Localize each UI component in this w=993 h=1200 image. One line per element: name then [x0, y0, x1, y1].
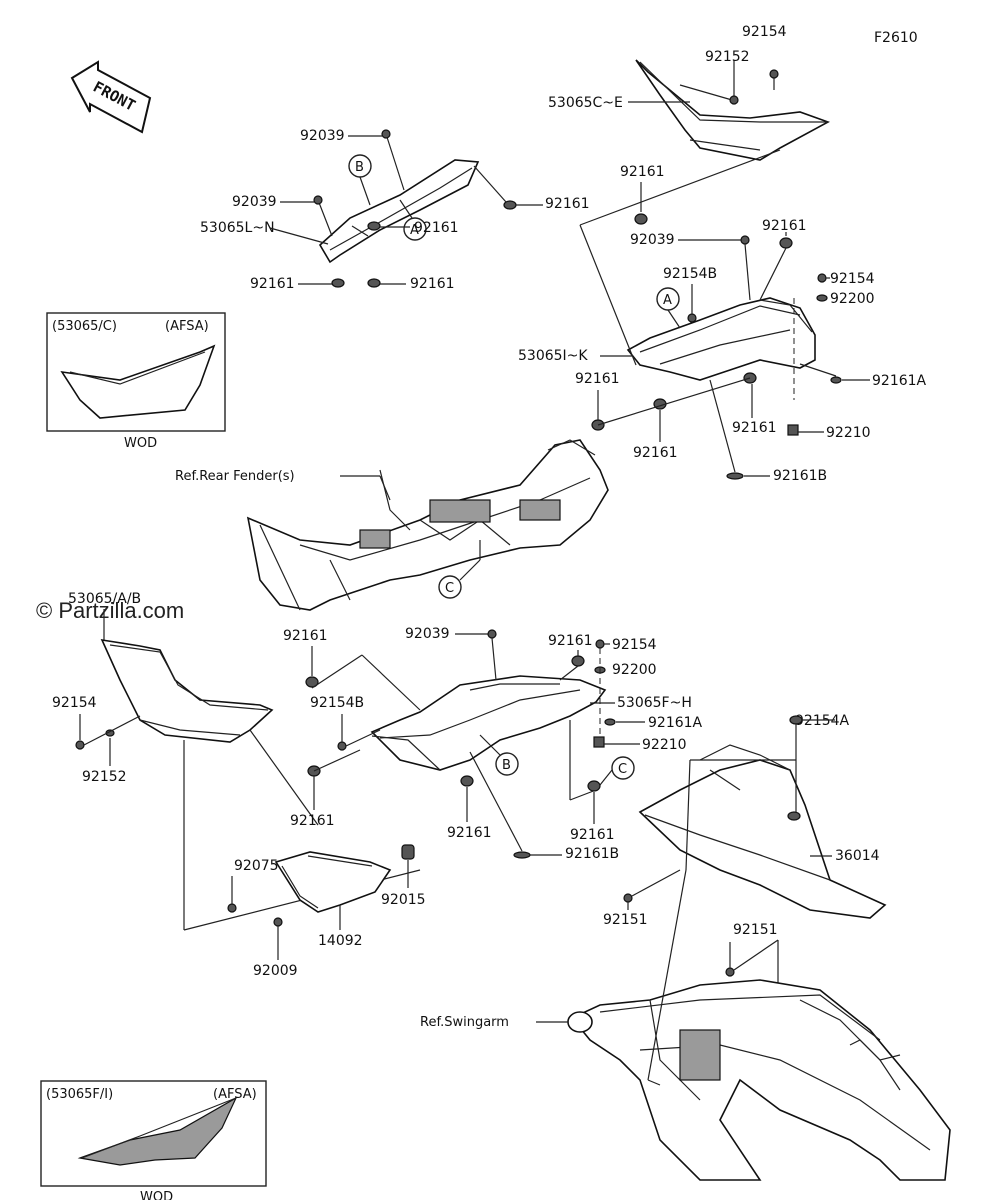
callout-b-mid: [495, 752, 519, 776]
label-92154b-mid: 92154B: [310, 695, 364, 711]
label-92039-c: 92039: [630, 232, 675, 248]
label-92152-top: 92152: [705, 49, 750, 65]
label-92154-right: 92154: [830, 271, 875, 287]
label-92009: 92009: [253, 963, 298, 979]
label-92161-d: 92161: [250, 276, 295, 292]
part-bracket-14092: [274, 851, 392, 913]
callout-a-mid-letter: A: [663, 293, 672, 308]
label-92161-f: 92161: [620, 164, 665, 180]
part-side-cover-53065f-h: [370, 675, 607, 771]
inset-bottom-region: (AFSA): [213, 1087, 257, 1102]
part-swingarm: [567, 979, 951, 1181]
callout-c-mid-letter: C: [445, 581, 454, 596]
label-92154-left: 92154: [52, 695, 97, 711]
label-92039-d: 92039: [405, 626, 450, 642]
label-53065c-e: 53065C~E: [548, 95, 623, 111]
part-cover-53065c-e: [635, 59, 830, 161]
label-92161a-mid: 92161A: [648, 715, 703, 731]
inset-bottom-code: (53065F/I): [46, 1087, 113, 1102]
label-14092: 14092: [318, 933, 363, 949]
label-92161-k: 92161: [548, 633, 593, 649]
label-92154b-top: 92154B: [663, 266, 717, 282]
label-92161b-mid: 92161B: [565, 846, 619, 862]
label-92154-top: 92154: [742, 24, 787, 40]
label-92200-mid: 92200: [612, 662, 657, 678]
label-92039-a: 92039: [300, 128, 345, 144]
label-92154-mid: 92154: [612, 637, 657, 653]
label-92161-h: 92161: [575, 371, 620, 387]
label-92161-l: 92161: [290, 813, 335, 829]
label-92200-top: 92200: [830, 291, 875, 307]
label-53065f-h: 53065F~H: [617, 695, 692, 711]
watermark: © Partzilla.com: [36, 598, 184, 623]
callout-b-mid-letter: B: [502, 758, 511, 773]
inset-top-code: (53065/C): [52, 319, 117, 334]
part-tail-cover-53065l-n: [318, 159, 480, 264]
label-92161-a: 92161: [545, 196, 590, 212]
inset-53065c: (53065/C) (AFSA) WOD: [46, 312, 226, 451]
part-chain-guard-36014: [638, 744, 887, 919]
callout-b-top-letter: B: [355, 160, 364, 175]
inset-top-region: (AFSA): [165, 319, 209, 334]
inset-bottom-note: WOD: [140, 1190, 173, 1200]
label-92161-n: 92161: [570, 827, 615, 843]
label-92161-c: 92161: [414, 220, 459, 236]
callout-c-bottom: [611, 756, 635, 780]
label-92161-e: 92161: [410, 276, 455, 292]
label-36014: 36014: [835, 848, 880, 864]
label-92151-a: 92151: [603, 912, 648, 928]
inset-53065f: (53065F/I) (AFSA) WOD: [40, 1080, 267, 1200]
label-92161-g: 92161: [762, 218, 807, 234]
callout-c-mid: [438, 575, 462, 599]
label-92161-m: 92161: [447, 825, 492, 841]
callout-a-top: [403, 217, 427, 241]
label-92154a: 92154A: [795, 713, 850, 729]
label-92210-top: 92210: [826, 425, 871, 441]
label-53065i-k: 53065I~K: [518, 348, 588, 364]
label-92152-left: 92152: [82, 769, 127, 785]
label-92161b-top: 92161B: [773, 468, 827, 484]
label-92039-b: 92039: [232, 194, 277, 210]
label-92161-j: 92161: [283, 628, 328, 644]
label-92015: 92015: [381, 892, 426, 908]
callout-a-top-letter: A: [410, 223, 419, 238]
label-92210-mid: 92210: [642, 737, 687, 753]
label-92161-top-right: 92161: [732, 420, 777, 436]
figure-code: F2610: [874, 30, 918, 46]
ref-rear-fender: Ref.Rear Fender(s): [175, 469, 295, 484]
ref-swingarm: Ref.Swingarm: [420, 1015, 509, 1030]
part-rear-fender-assembly: [246, 439, 609, 611]
label-92075: 92075: [234, 858, 279, 874]
label-92161-i: 92161: [633, 445, 678, 461]
label-92151-b: 92151: [733, 922, 778, 938]
label-92161a-top: 92161A: [872, 373, 927, 389]
part-side-cover-53065a-b: [100, 638, 274, 743]
label-53065l-n: 53065L~N: [200, 220, 275, 236]
inset-top-note: WOD: [124, 436, 157, 451]
front-arrow-icon: FRONT: [70, 60, 152, 134]
part-cover-53065i-k: [626, 297, 816, 381]
callout-c-bottom-letter: C: [618, 762, 627, 777]
label-53065a-b: 53065/A/B: [68, 591, 141, 607]
